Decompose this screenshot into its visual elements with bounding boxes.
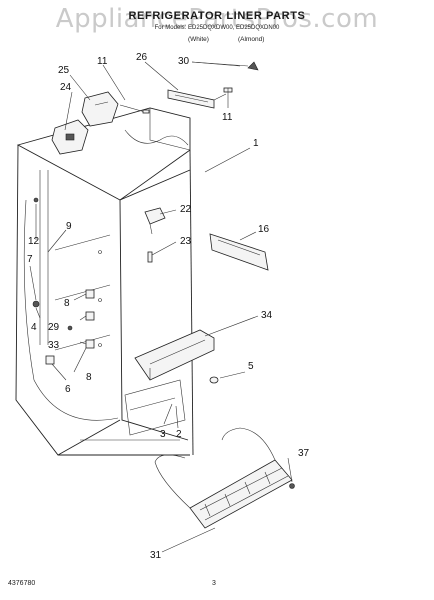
callout-31: 31: [150, 550, 162, 561]
shelf-frame-part: [134, 329, 215, 381]
callout-8-upper: 8: [64, 298, 70, 309]
callout-26: 26: [136, 52, 148, 63]
callout-7: 7: [27, 254, 33, 265]
heater-part: [154, 427, 295, 529]
callout-16: 16: [258, 224, 270, 235]
refrigerator-liner: [15, 107, 194, 456]
document-number: 4376780: [8, 580, 36, 587]
callout-9: 9: [66, 221, 72, 232]
callout-6: 6: [65, 384, 71, 395]
callout-12: 12: [28, 236, 40, 247]
small-clip-part: [209, 376, 219, 384]
callout-22: 22: [180, 204, 192, 215]
callout-25: 25: [58, 65, 70, 76]
callout-30: 30: [178, 56, 190, 67]
callout-34: 34: [261, 310, 273, 321]
control-housing-part: [51, 91, 119, 155]
variant-almond: (Almond): [238, 36, 265, 43]
callout-1: 1: [253, 138, 259, 149]
screw-part: [119, 104, 150, 114]
leader-lines: [29, 61, 293, 553]
wall-fasteners: [32, 197, 95, 365]
variant-white: (White): [188, 36, 209, 43]
diagram-title: REFRIGERATOR LINER PARTS: [128, 10, 306, 22]
callout-11-left: 11: [97, 56, 108, 67]
light-shield-part: [167, 89, 227, 109]
callout-29: 29: [48, 322, 60, 333]
cap-part: [191, 61, 259, 71]
screw-part-23: [147, 251, 153, 263]
callout-labels: 1 2 3 4 5 6 7 8 8 9 11 11 12 16 22 23 24…: [27, 52, 310, 561]
page-number: 3: [212, 580, 216, 587]
callout-23: 23: [180, 236, 192, 247]
callout-4: 4: [31, 322, 37, 333]
callout-37: 37: [298, 448, 310, 459]
callout-33: 33: [48, 340, 60, 351]
callout-5: 5: [248, 361, 254, 372]
watermark: AppliancePartsPros.com: [55, 4, 379, 34]
cover-part: [209, 233, 269, 271]
bracket-part: [144, 207, 166, 235]
callout-24: 24: [60, 82, 72, 93]
callout-3: 3: [160, 429, 166, 440]
callout-2: 2: [176, 429, 182, 440]
model-numbers: For Models: ED25DQXDW00, ED25DQXDN00: [154, 25, 280, 31]
callout-8-lower: 8: [86, 372, 92, 383]
callout-11-right: 11: [222, 112, 233, 123]
